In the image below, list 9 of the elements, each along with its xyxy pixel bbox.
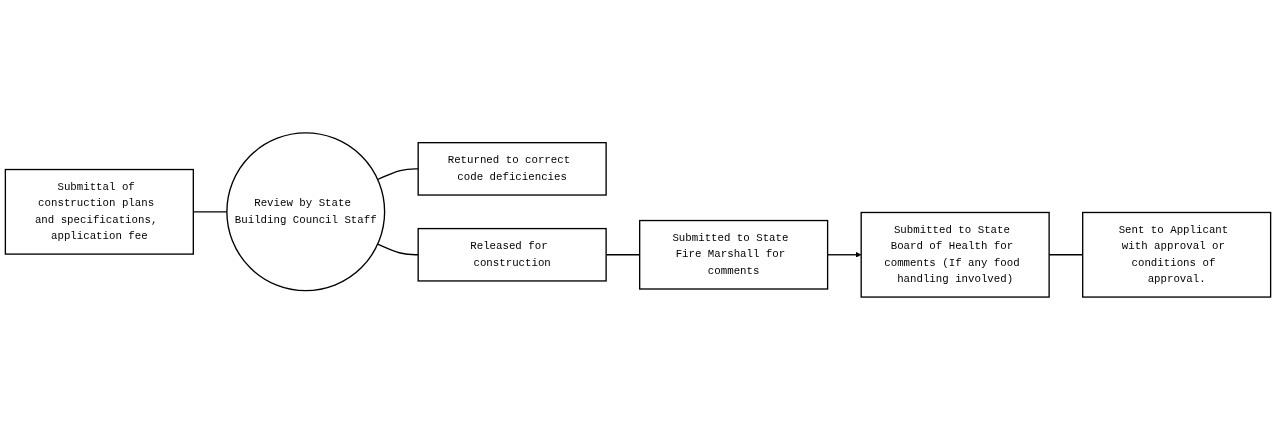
node-box: Submitted to State Fire Marshall for comments — [639, 219, 829, 290]
node-box: Submitted to State Board of Health for comments (If any food handling involved) — [860, 211, 1050, 298]
node-box: Sent to Applicant with approval or conditions of approval. — [1082, 211, 1272, 298]
node-box: Released for construction — [417, 227, 607, 282]
connector — [377, 168, 419, 181]
node-box: Submittal of construction plans and specifications, application fee — [4, 168, 194, 255]
node-box: Returned to correct code deficiencies — [417, 142, 607, 196]
node-circle: Review by State Building Council Staff — [226, 132, 386, 292]
connector — [377, 243, 419, 256]
